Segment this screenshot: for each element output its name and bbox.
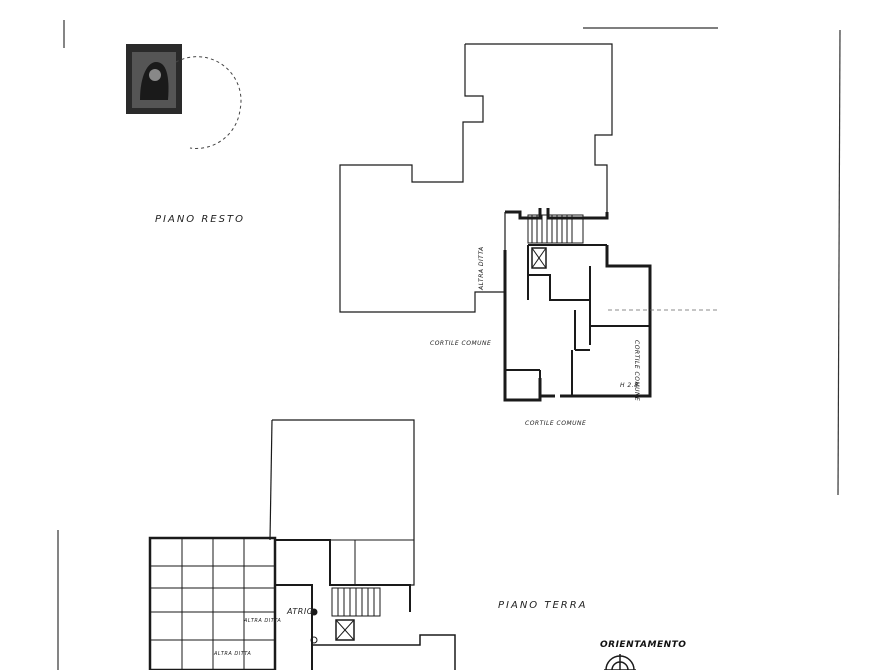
floor-label-piano-terra: PIANO TERRA	[498, 600, 588, 611]
upper-floor-plan	[339, 43, 718, 402]
floor-label-piano-resto: PIANO RESTO	[155, 214, 245, 225]
label-cortile-comune-right: CORTILE COMUNE	[633, 340, 640, 402]
label-orientamento: ORIENTAMENTO	[600, 640, 687, 650]
courtyard-outline	[465, 43, 613, 212]
label-altra-ditta-small: ALTRA DITTA	[214, 651, 252, 657]
label-altra-ditta: ALTRA DITTA	[478, 246, 485, 290]
lower-lift-shaft	[335, 619, 355, 641]
revenue-stamp	[126, 44, 242, 149]
lower-neighbour-outline	[272, 419, 415, 586]
lower-staircase	[331, 587, 381, 617]
label-cortile-comune-left: CORTILE COMUNE	[430, 340, 492, 347]
label-altra-ditta-small-2: ALTRA DITTA	[244, 618, 282, 624]
label-cortile-comune-bottom: CORTILE COMUNE	[525, 420, 587, 427]
lift-shaft	[531, 247, 547, 269]
sheet-border-lines	[57, 20, 841, 670]
apartment-partitions	[505, 244, 650, 396]
label-atrio: ATRIO	[287, 607, 314, 616]
lower-rooms	[150, 538, 275, 670]
compass-rose-icon	[604, 654, 636, 670]
neighbour-outline	[339, 44, 506, 313]
label-height: H 2.8	[620, 382, 639, 389]
staircase	[527, 214, 584, 244]
apartment-walls	[503, 208, 652, 402]
lower-floor-plan	[148, 419, 456, 670]
